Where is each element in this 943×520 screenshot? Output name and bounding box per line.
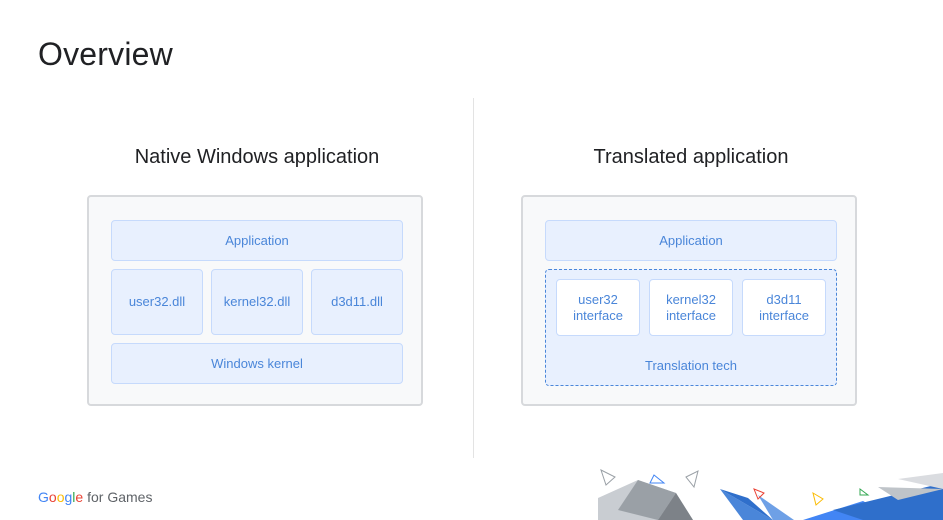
- user32-dll-block: user32.dll: [111, 269, 203, 335]
- d3d11-dll-block: d3d11.dll: [311, 269, 403, 335]
- kernel32-dll-block: kernel32.dll: [211, 269, 303, 335]
- geometric-decoration-icon: [598, 469, 943, 520]
- translation-tech-label: Translation tech: [644, 358, 737, 373]
- d3d11-interface-line1: d3d11: [766, 291, 802, 307]
- translation-tech-region: user32 interface kernel32 interface d3d1…: [545, 269, 837, 386]
- kernel32-interface-line2: interface: [666, 307, 716, 323]
- native-heading: Native Windows application: [134, 146, 380, 168]
- user32-interface-block: user32 interface: [556, 279, 640, 336]
- kernel32-interface-line1: kernel32: [666, 291, 716, 307]
- user32-interface-line1: user32: [578, 291, 618, 307]
- google-for-games-logo: Google for Games: [38, 489, 153, 505]
- translated-heading: Translated application: [593, 146, 789, 168]
- translated-stack-frame: Application user32 interface kernel32 in…: [521, 195, 857, 406]
- native-stack-frame: Application user32.dll kernel32.dll d3d1…: [87, 195, 423, 406]
- user32-interface-line2: interface: [573, 307, 623, 323]
- logo-suffix: for Games: [83, 489, 153, 505]
- kernel32-interface-block: kernel32 interface: [649, 279, 733, 336]
- translated-application-block: Application: [545, 220, 837, 261]
- slide-title: Overview: [38, 36, 173, 72]
- column-divider: [473, 98, 474, 458]
- windows-kernel-block: Windows kernel: [111, 343, 403, 384]
- d3d11-interface-block: d3d11 interface: [742, 279, 826, 336]
- native-application-block: Application: [111, 220, 403, 261]
- d3d11-interface-line2: interface: [759, 307, 809, 323]
